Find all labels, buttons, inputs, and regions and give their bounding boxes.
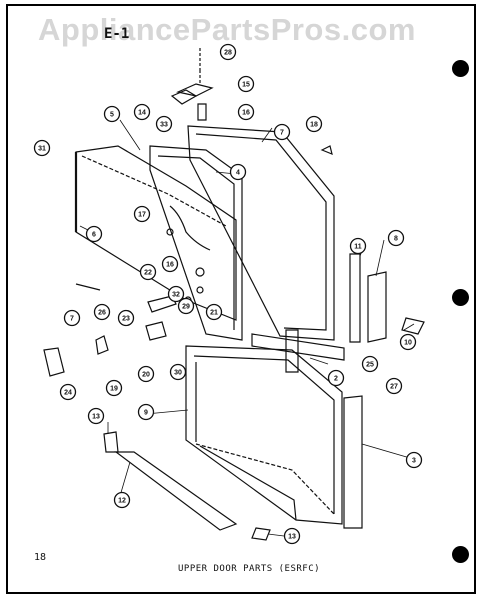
bottom-trim [114,451,238,531]
callout-number: 8 [394,236,398,243]
callout-number: 2 [334,376,338,383]
callout-32: 32 [167,285,185,303]
callout-number: 31 [38,146,46,153]
callout-number: 13 [288,534,296,541]
callout-number: 13 [92,414,100,421]
callout-10: 10 [399,333,417,351]
binder-hole [452,289,469,306]
callout-number: 9 [144,410,148,417]
callout-number: 14 [138,110,146,117]
callout-number: 16 [166,262,174,269]
callout-16: 16 [161,255,179,273]
callout-number: 11 [354,244,362,251]
callout-13: 13 [283,527,301,545]
callout-8: 8 [387,229,405,247]
callout-26: 26 [93,303,111,321]
callout-25: 25 [361,355,379,373]
callout-22: 22 [139,263,157,281]
callout-6: 6 [85,225,103,243]
callout-15: 15 [237,75,255,93]
callout-5: 5 [103,105,121,123]
door-side-rail [343,395,363,529]
callout-9: 9 [137,403,155,421]
callout-7: 7 [63,309,81,327]
callout-13: 13 [87,407,105,425]
callout-number: 29 [182,304,190,311]
page-border [6,4,476,594]
binder-hole [452,60,469,77]
callout-29: 29 [177,297,195,315]
hinge-bracket [170,89,198,105]
callout-23: 23 [117,309,135,327]
callout-number: 33 [160,122,168,129]
callout-2: 2 [327,369,345,387]
callout-number: 17 [138,212,146,219]
diagram-caption: UPPER DOOR PARTS (ESRFC) [178,564,321,574]
callout-3: 3 [405,451,423,469]
callout-number: 10 [404,340,412,347]
callout-number: 7 [70,316,74,323]
callout-number: 6 [92,232,96,239]
page-number: 18 [34,552,47,563]
callout-number: 30 [174,370,182,377]
callout-28: 28 [219,43,237,61]
callout-14: 14 [133,103,151,121]
callout-number: 15 [242,82,250,89]
callout-19: 19 [105,379,123,397]
callout-31: 31 [33,139,51,157]
callout-number: 25 [366,362,374,369]
callout-30: 30 [169,363,187,381]
callout-number: 19 [110,386,118,393]
door-gasket [149,145,243,341]
callout-33: 33 [155,115,173,133]
hinge-bracket-left [43,347,65,377]
callout-number: 23 [122,316,130,323]
callout-number: 27 [390,384,398,391]
callout-20: 20 [137,365,155,383]
callout-number: 28 [224,50,232,57]
outer-door-panel [75,145,237,321]
callout-16: 16 [237,103,255,121]
callout-number: 21 [210,310,218,317]
callout-number: 32 [172,292,180,299]
callout-number: 4 [236,170,240,177]
callout-number: 22 [144,270,152,277]
callout-number: 3 [412,458,416,465]
hinge-plate [176,83,214,97]
binder-hole [452,546,469,563]
callout-18: 18 [305,115,323,133]
side-strip [349,253,361,343]
callout-12: 12 [113,491,131,509]
callout-11: 11 [349,237,367,255]
callout-number: 24 [64,390,72,397]
callout-7: 7 [273,123,291,141]
callout-number: 5 [110,112,114,119]
lower-door-panel [185,345,343,525]
hinge-pin [197,103,207,121]
callout-21: 21 [205,303,223,321]
callout-27: 27 [385,377,403,395]
callout-24: 24 [59,383,77,401]
callout-number: 16 [242,110,250,117]
callout-number: 7 [280,130,284,137]
callout-4: 4 [229,163,247,181]
watermark: AppliancePartsPros.com [38,12,416,47]
section-code: E-1 [104,26,130,42]
callout-number: 26 [98,310,106,317]
callout-number: 12 [118,498,126,505]
callout-number: 20 [142,372,150,379]
callout-17: 17 [133,205,151,223]
callout-number: 18 [310,122,318,129]
